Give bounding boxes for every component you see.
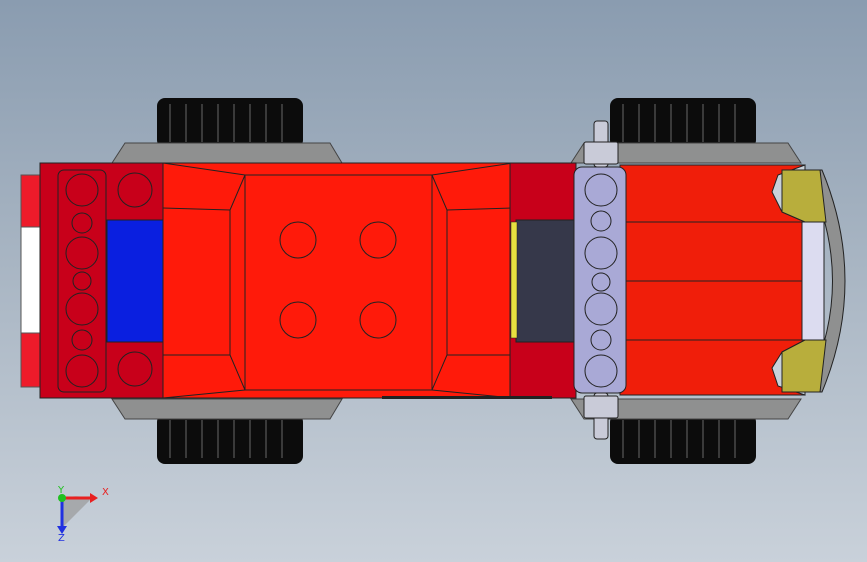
rear-stud-panel <box>57 169 107 393</box>
rear-window <box>106 219 166 343</box>
orientation-triad[interactable]: X Y Z <box>40 478 120 548</box>
rear-studs <box>65 172 153 388</box>
cockpit-accent <box>510 221 518 339</box>
triad-axes <box>57 493 98 534</box>
headlight-top <box>781 169 827 223</box>
roof-bevel-lines <box>162 162 514 399</box>
hood-lines <box>620 221 805 341</box>
tire-front-top[interactable] <box>610 98 756 148</box>
bumper-studs <box>584 173 618 388</box>
x-axis-label: X <box>102 487 109 498</box>
fender-rear-top <box>111 142 343 164</box>
cab-body <box>162 162 514 399</box>
z-axis-label: Z <box>58 533 65 544</box>
tire-rear-top[interactable] <box>157 98 303 148</box>
y-axis-label: Y <box>58 485 65 496</box>
fender-front-bottom <box>570 398 802 420</box>
headlight-bottom <box>781 339 827 393</box>
cockpit-opening <box>515 219 575 343</box>
front-wheel-arc <box>804 169 846 393</box>
fender-front-top <box>570 142 802 164</box>
tail-light-assembly <box>20 174 44 388</box>
roof-studs <box>279 221 397 339</box>
hood <box>619 164 806 396</box>
tire-rear-bottom[interactable] <box>157 414 303 464</box>
fender-rear-bottom <box>111 398 343 420</box>
front-bumper-plate <box>801 221 825 341</box>
tire-front-bottom[interactable] <box>610 414 756 464</box>
side-trim <box>382 396 552 399</box>
bumper-pins <box>583 120 619 440</box>
